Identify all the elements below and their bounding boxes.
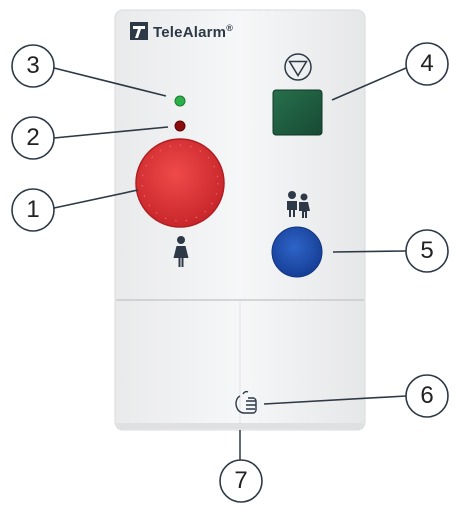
callout-circles <box>11 42 449 503</box>
red-indicator-led <box>174 120 186 132</box>
green-cancel-button[interactable] <box>272 89 323 136</box>
brand-name: TeleAlarm® <box>153 23 233 41</box>
red-alarm-button[interactable] <box>135 138 225 228</box>
female-person-icon <box>173 236 189 267</box>
triangle-in-circle-icon <box>284 53 312 81</box>
green-indicator-led <box>174 95 186 107</box>
hand-pull-icon <box>235 390 257 414</box>
telealarm-logo-icon <box>130 22 148 40</box>
device-housing <box>114 9 366 431</box>
callout-4-label: 4 <box>420 50 434 77</box>
callout-3-label: 3 <box>26 52 40 79</box>
brand-name-text: TeleAlarm <box>153 24 227 41</box>
callout-leaders <box>53 67 407 405</box>
callout-5-label: 5 <box>420 237 434 264</box>
registered-mark: ® <box>226 23 234 33</box>
callout-1-label: 1 <box>26 196 40 223</box>
two-people-icon <box>287 191 310 218</box>
blue-button[interactable] <box>271 226 323 278</box>
callout-2-label: 2 <box>26 124 40 151</box>
callout-7-label: 7 <box>234 467 248 494</box>
callout-6-label: 6 <box>420 382 434 409</box>
